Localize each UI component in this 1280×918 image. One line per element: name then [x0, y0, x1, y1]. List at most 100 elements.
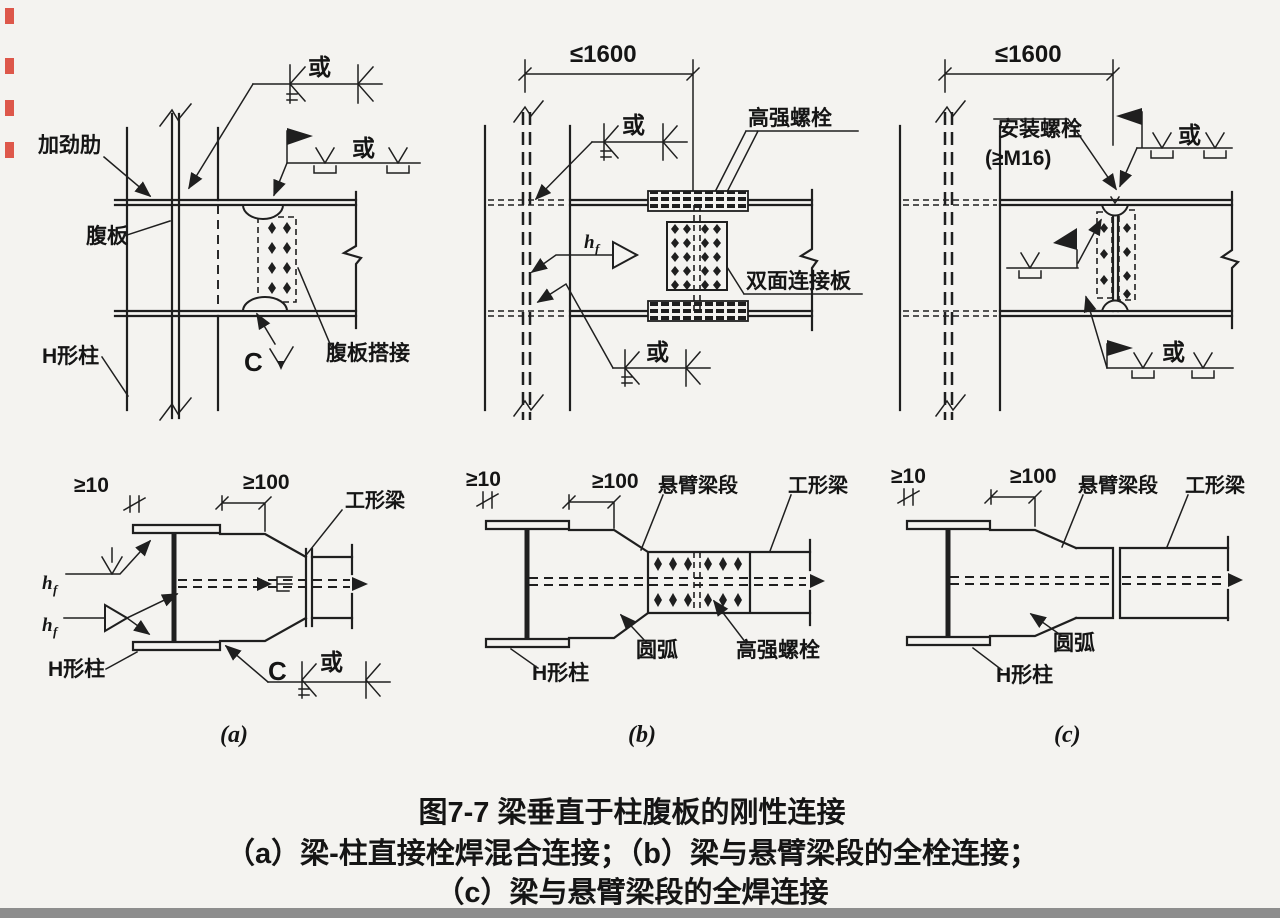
- leader-h-column: [971, 646, 1004, 672]
- bolt-diamonds: [671, 224, 721, 290]
- hf-weld-symbol: h f: [530, 232, 640, 274]
- weld-or-label: 或: [1162, 339, 1185, 365]
- break-arrow: [352, 577, 368, 591]
- hf-weld-symbol-top: h f: [42, 539, 152, 597]
- dim-le1600: ≤1600: [995, 41, 1062, 68]
- field-weld-flag-icon: [1107, 340, 1133, 356]
- bolt-splice-plate-top: [647, 190, 749, 212]
- dim-le1600: ≤1600: [570, 41, 637, 68]
- break-arrow: [810, 574, 825, 588]
- v-weld-symbol-icon: [1131, 351, 1155, 379]
- weld-symbol-row-top: 或: [534, 112, 688, 201]
- ge100-dim: [214, 495, 273, 532]
- label-install-bolt: 安装螺栓: [998, 117, 1082, 141]
- k-weld-symbol-icon: [298, 661, 318, 699]
- v-weld-symbol-icon: [1150, 131, 1174, 159]
- beam-break-line: [798, 188, 819, 332]
- weld-symbol-row: C 或: [224, 644, 391, 699]
- label-install-spec: (≥M16): [985, 147, 1051, 170]
- label-web: 腹板: [86, 224, 129, 248]
- panel-c-bottom: ≥10 ≥100 悬臂梁段 工形梁 圆弧 H形柱 (c): [891, 465, 1246, 748]
- ge100-dim: [983, 489, 1043, 527]
- leader-to-bead: [255, 312, 277, 346]
- h-column-lines: [125, 102, 220, 422]
- ge10-ticks: [475, 491, 500, 509]
- dim-ge100: ≥100: [1010, 465, 1057, 488]
- beam-break-line: [341, 190, 363, 330]
- leader-i-beam: [769, 494, 792, 552]
- break-arrow: [1228, 573, 1243, 587]
- hf-label: h: [584, 232, 595, 253]
- leader-to-stiffener: [187, 82, 255, 190]
- weld-symbol-row-k: 或: [187, 54, 383, 190]
- hf-weld-symbol-bottom: h f: [42, 592, 179, 639]
- dimension-1600: ≤1600: [937, 41, 1121, 146]
- label-h-column: H形柱: [996, 663, 1053, 687]
- label-hs-bolt: 高强螺栓: [736, 638, 820, 662]
- scan-artifacts: [5, 8, 14, 158]
- label-double-plate: 双面连接板: [746, 269, 852, 293]
- web-lap-splice: [241, 204, 297, 312]
- leader-h-column: [100, 355, 130, 398]
- leader-hs-bolt: [714, 129, 859, 192]
- leader-cantilever: [1061, 494, 1084, 548]
- weld-symbol-mid: [1006, 218, 1103, 279]
- hf-sub-label: f: [53, 582, 59, 597]
- weld-bead-bottom: [241, 296, 289, 312]
- hidden-stiffener-dashed: [903, 199, 997, 317]
- leader-web: [123, 220, 171, 237]
- label-h-column: H形柱: [48, 657, 105, 681]
- v-weld-symbol-icon: [100, 547, 124, 576]
- v-weld-symbol-icon: [1203, 131, 1227, 159]
- ge10-ticks: [122, 495, 147, 513]
- weld-bead-top: [1100, 204, 1130, 217]
- leader-double-plate: [725, 265, 863, 296]
- v-weld-symbol-icon: [1191, 351, 1215, 379]
- h-column-plan: [131, 523, 222, 652]
- column-break-squiggle: [512, 99, 545, 418]
- weld-notch: [1109, 195, 1121, 205]
- footer-gray-bar: [0, 908, 1280, 918]
- hidden-stiffener-dashed: [488, 199, 567, 317]
- beam-web-hidden-lines: [529, 577, 806, 586]
- leader-arc: [619, 613, 648, 644]
- weld-bead-bottom: [1100, 299, 1130, 312]
- caption-line-c: （c）梁与悬臂梁段的全焊连接: [435, 875, 828, 909]
- field-weld-flag-icon: [287, 128, 313, 145]
- weld-or-label: 或: [646, 339, 669, 365]
- caption-line-ab: （a）梁-柱直接栓焊混合连接；（b）梁与悬臂梁段的全栓连接；: [226, 836, 1038, 870]
- weld-symbol-row-top: 或: [1116, 108, 1233, 188]
- web-splice: [666, 205, 728, 311]
- leader-i-beam: [305, 508, 344, 556]
- bolt-diamonds: [268, 222, 291, 294]
- leader-install-bolt: [993, 118, 1118, 191]
- weld-or-label: 或: [352, 135, 375, 161]
- hf-sub-label: f: [53, 624, 59, 639]
- k-weld-symbol-icon: [684, 349, 702, 387]
- panel-b-top: ≤1600 h f: [483, 41, 863, 420]
- label-h-column: H形柱: [42, 344, 99, 368]
- leader-i-beam: [1166, 494, 1189, 548]
- weld-symbol-row-bottom: 或: [1083, 295, 1234, 379]
- dim-ge10: ≥10: [466, 468, 501, 491]
- subfig-a-label: (a): [220, 722, 248, 748]
- k-weld-symbol-icon: [621, 349, 641, 387]
- k-weld-symbol-icon: [286, 64, 307, 104]
- column-break-squiggle: [934, 99, 967, 418]
- joint-gap-dashed: [693, 552, 701, 613]
- leader: [1119, 147, 1138, 188]
- h-column-lines: [483, 99, 572, 420]
- ge100-dim: [561, 494, 622, 529]
- dim-ge10: ≥10: [891, 465, 926, 488]
- beam-web-hidden-lines: [178, 579, 350, 588]
- weld-or-label: 或: [308, 54, 331, 80]
- weld-symbol-c: C: [244, 312, 295, 377]
- taper-connection-plates: [988, 528, 1243, 638]
- dim-ge100: ≥100: [243, 471, 290, 494]
- k-weld-symbol-icon: [356, 64, 375, 104]
- caption-title: 图7-7 梁垂直于柱腹板的刚性连接: [419, 795, 846, 829]
- leader-arc: [1029, 612, 1064, 638]
- beam-break-line: [1219, 190, 1241, 330]
